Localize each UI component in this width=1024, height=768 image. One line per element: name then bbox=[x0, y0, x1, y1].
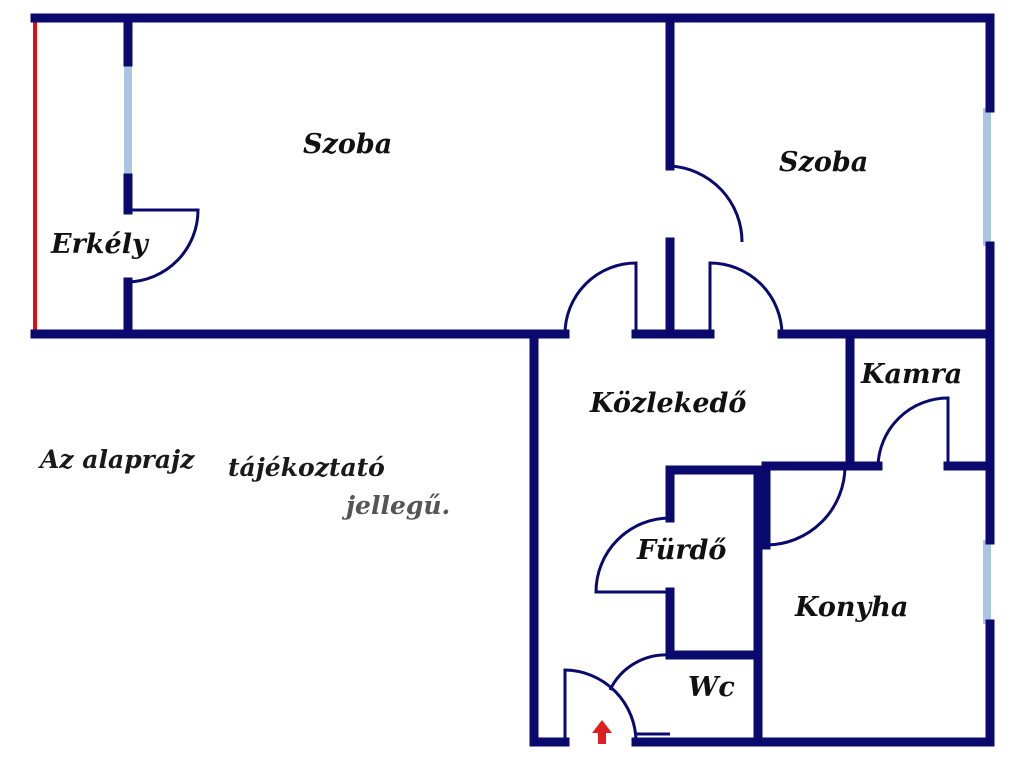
door-szoba1-kozlekedo bbox=[563, 261, 638, 335]
room-label-kozlekedo: Közlekedő bbox=[590, 388, 747, 419]
note-line-1: Az alaprajz bbox=[40, 445, 195, 474]
door-entrance bbox=[563, 668, 638, 743]
up-arrow-icon bbox=[592, 720, 612, 744]
room-label-konyha: Konyha bbox=[795, 592, 909, 623]
windows bbox=[124, 62, 991, 624]
door-wc bbox=[608, 653, 671, 691]
room-label-szoba-2: Szoba bbox=[779, 147, 869, 178]
note-line-3: jellegű. bbox=[346, 491, 451, 520]
door-erkely bbox=[127, 208, 200, 284]
room-label-szoba-1: Szoba bbox=[303, 129, 393, 160]
door-kamra bbox=[876, 396, 950, 467]
room-label-furdo: Fürdő bbox=[637, 535, 727, 566]
note-line-2: tájékoztató bbox=[228, 453, 385, 482]
door-furdo bbox=[594, 516, 671, 594]
door-szoba2-kozlekedo bbox=[708, 261, 784, 335]
door-konyha bbox=[765, 465, 847, 547]
room-label-kamra: Kamra bbox=[861, 359, 963, 390]
walls bbox=[30, 13, 995, 747]
room-label-wc: Wc bbox=[688, 672, 735, 703]
room-label-erkely: Erkély bbox=[51, 229, 148, 260]
doors bbox=[127, 164, 950, 743]
door-szoba-szoba bbox=[669, 164, 744, 243]
